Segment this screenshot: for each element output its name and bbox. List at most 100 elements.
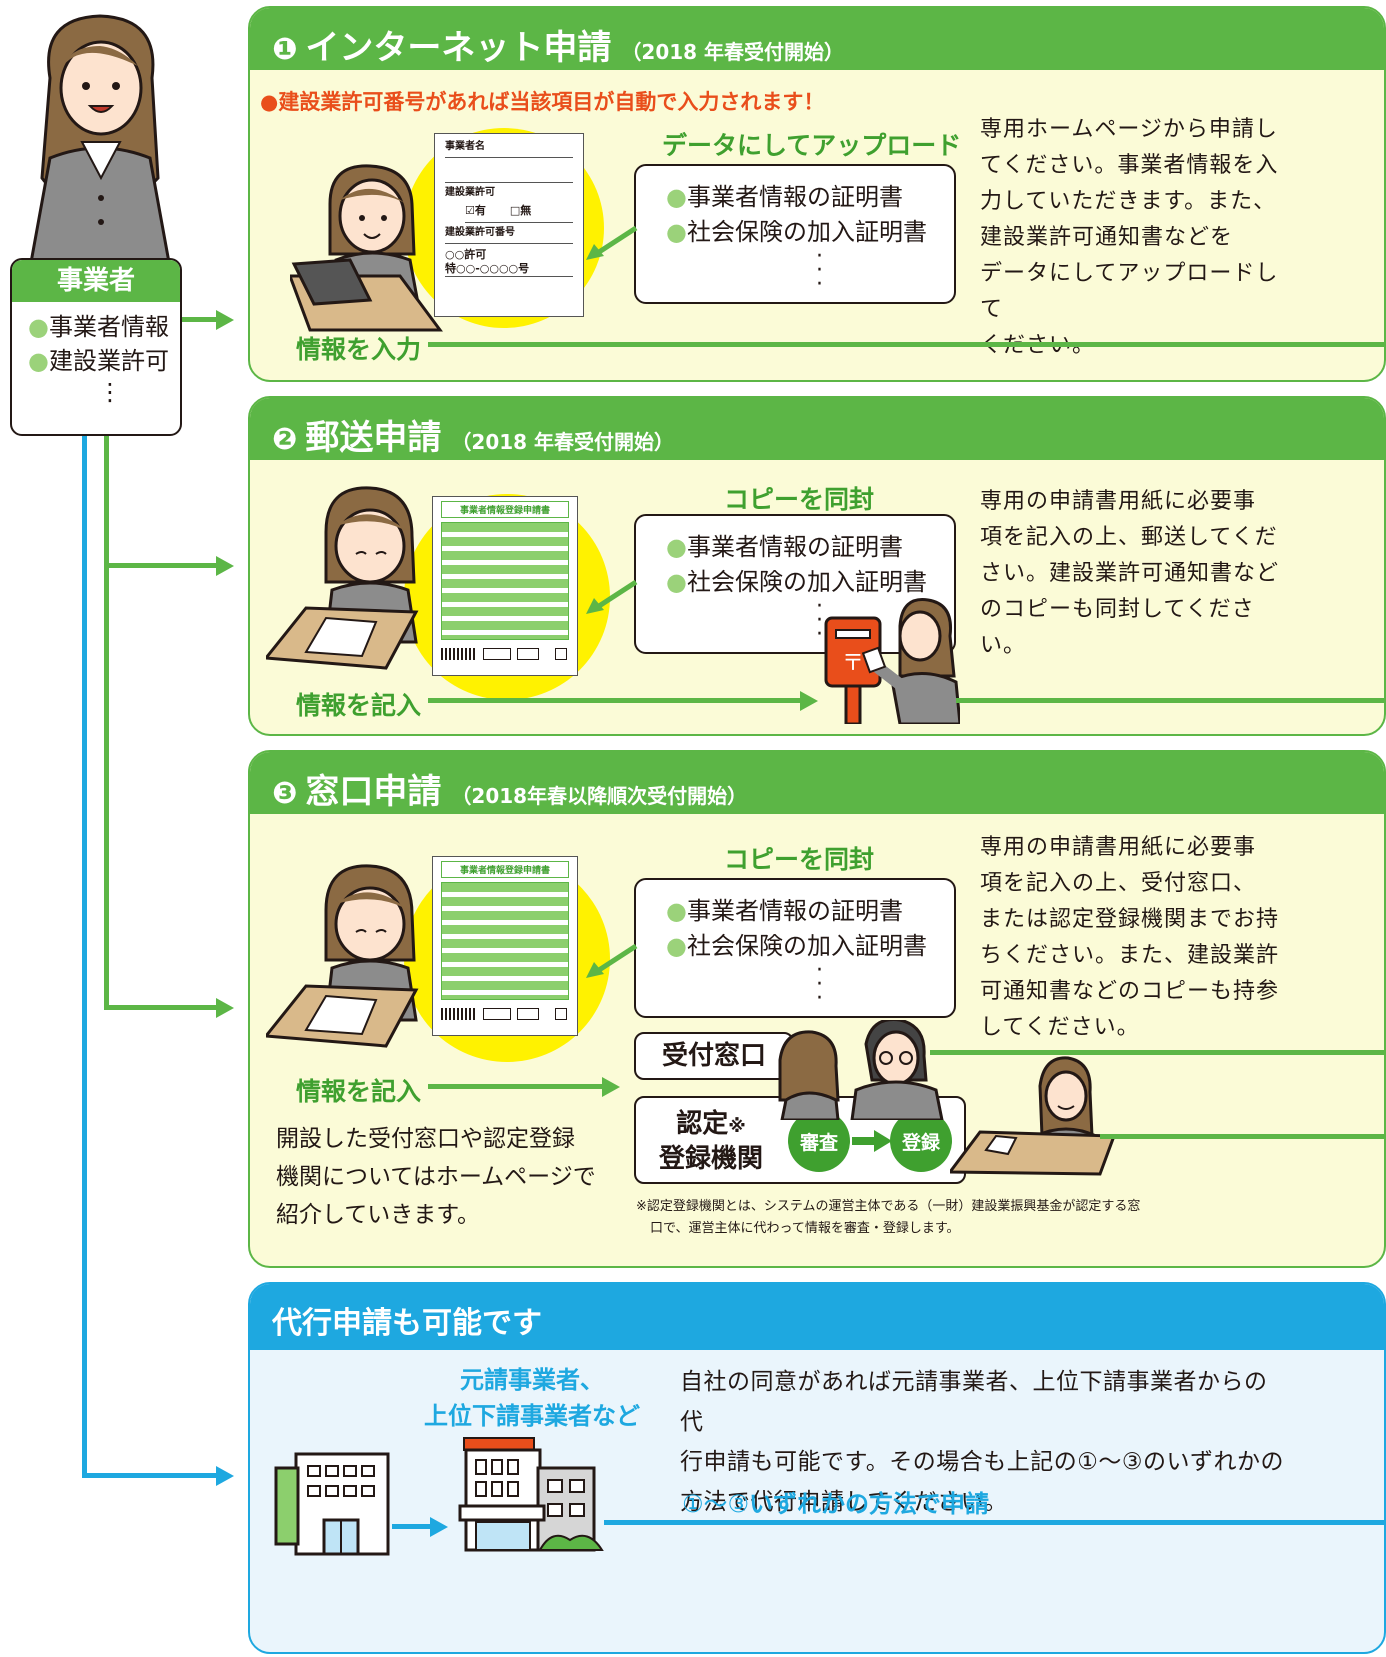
proxy-who: 元請事業者、上位下請事業者など bbox=[424, 1366, 640, 1430]
window-num: ❸ bbox=[272, 776, 298, 811]
mail-fill-label: 情報を記入 bbox=[296, 691, 422, 720]
proxy-title: 代行申請も可能です bbox=[272, 1306, 542, 1341]
connector-1 bbox=[182, 317, 218, 322]
doc-item: ●事業者情報の証明書 bbox=[666, 533, 903, 561]
internet-header: ❶ インターネット申請 （2018 年春受付開始） bbox=[250, 8, 1384, 70]
window-flow-arrow bbox=[602, 1077, 620, 1097]
review-circle: 審査 bbox=[788, 1110, 850, 1172]
internet-note: ●建設業許可番号があれば当該項目が自動で入力されます！ bbox=[260, 90, 825, 114]
form-permit-line1: ○○許可 bbox=[445, 248, 487, 261]
arrow-to-proxy bbox=[216, 1466, 234, 1486]
internet-input-label: 情報を入力 bbox=[296, 335, 422, 364]
mail-form-title: 事業者情報登録申請書 bbox=[441, 501, 569, 518]
window-sub: （2018年春以降順次受付開始） bbox=[451, 784, 748, 808]
window-header: ❸ 窓口申請 （2018年春以降順次受付開始） bbox=[250, 752, 1384, 814]
window-flow-line bbox=[428, 1084, 604, 1089]
proxy-flow-line-1 bbox=[392, 1524, 432, 1529]
proxy-method: ①〜③いずれかの方法で申請 bbox=[682, 1484, 989, 1519]
small-building-icon bbox=[274, 1452, 390, 1556]
proxy-method-suffix: いずれかの方法で申請 bbox=[749, 1490, 990, 1518]
doc-item: ●事業者情報の証明書 bbox=[666, 183, 903, 211]
form-check-no: □無 bbox=[509, 204, 532, 217]
operator-item: ●建設業許可 bbox=[28, 347, 169, 375]
mail-form-barcode bbox=[441, 648, 569, 660]
reception-label: 受付窓口 bbox=[661, 1041, 766, 1071]
connector-3 bbox=[104, 1005, 218, 1010]
form-permit-line2: 特○○-○○○○号 bbox=[445, 262, 573, 277]
cert-line2: 登録機関 bbox=[658, 1144, 763, 1174]
proxy-desc: 自社の同意があれば元請事業者、上位下請事業者からの代行申請も可能です。その場合も… bbox=[680, 1369, 1284, 1515]
form-permit-no-label: 建設業許可番号 bbox=[445, 223, 573, 244]
connector-2 bbox=[104, 563, 218, 568]
window-form-barcode bbox=[441, 1008, 569, 1020]
window-form: 事業者情報登録申請書 bbox=[432, 856, 578, 1036]
certified-flow-line bbox=[1100, 1134, 1384, 1139]
mailbox-woman-illustration: 〒 bbox=[824, 598, 960, 724]
woman-writing-illustration bbox=[266, 486, 419, 670]
certified-staff-illustration bbox=[950, 1056, 1117, 1176]
connector-4 bbox=[82, 1473, 218, 1478]
proxy-header: 代行申請も可能です bbox=[250, 1284, 1384, 1350]
window-doc-box: ●事業者情報の証明書 ●社会保険の加入証明書 ··· bbox=[634, 878, 956, 1018]
connector-green-vertical bbox=[104, 436, 109, 1008]
mail-desc: 専用の申請書用紙に必要事項を記入の上、郵送してください。建設業許可通知書などのコ… bbox=[980, 489, 1280, 658]
internet-desc: 専用ホームページから申請してください。事業者情報を入力していただきます。また、 … bbox=[980, 117, 1279, 358]
internet-upload-label: データにしてアップロード bbox=[662, 131, 962, 160]
copy-arrow-2 bbox=[586, 943, 638, 978]
reception-flow-line bbox=[930, 1050, 1384, 1055]
doc-more-dots: ··· bbox=[816, 244, 825, 297]
internet-title: インターネット申請 bbox=[305, 28, 612, 68]
cert-mark: ※ bbox=[728, 1116, 746, 1137]
form-name-label: 事業者名 bbox=[445, 140, 573, 158]
internet-num: ❶ bbox=[272, 32, 298, 67]
operator-box: 事業者 ●事業者情報 ●建設業許可 ⋮ bbox=[10, 258, 182, 436]
proxy-flow-arrow bbox=[430, 1517, 448, 1537]
connector-blue-vertical bbox=[82, 436, 87, 1478]
internet-sub: （2018 年春受付開始） bbox=[621, 40, 845, 64]
window-form-title: 事業者情報登録申請書 bbox=[441, 861, 569, 878]
register-circle: 登録 bbox=[890, 1110, 952, 1172]
form-check-yes: ☑有 bbox=[465, 204, 486, 217]
arrow-to-mail bbox=[216, 556, 234, 576]
upload-arrow bbox=[586, 225, 638, 260]
internet-form: 事業者名 建設業許可 ☑有 □無 建設業許可番号 ○○許可 特○○-○○○○号 bbox=[434, 133, 584, 317]
mail-flow-line-2 bbox=[956, 698, 1384, 703]
arrow-to-internet bbox=[216, 310, 234, 330]
window-footnote: ※認定登録機関とは、システムの運営主体である（一財）建設業振興基金が認定する窓口… bbox=[636, 1199, 1141, 1236]
operator-more: ⋮ bbox=[98, 378, 122, 406]
internet-flow-line bbox=[428, 342, 1384, 347]
mail-sub: （2018 年春受付開始） bbox=[451, 430, 675, 454]
operator-item: ●事業者情報 bbox=[28, 313, 169, 341]
window-desc: 専用の申請書用紙に必要事項を記入の上、受付窓口、または認定登録機関までお持 ちく… bbox=[980, 835, 1280, 1040]
woman-laptop-illustration bbox=[290, 164, 443, 332]
operator-title: 事業者 bbox=[12, 260, 180, 302]
review-to-register-arrow bbox=[852, 1130, 892, 1152]
mail-copy-label: コピーを同封 bbox=[724, 485, 875, 514]
proxy-method-prefix: ①〜③ bbox=[682, 1490, 750, 1518]
mail-num: ❷ bbox=[272, 422, 298, 457]
form-permit-label: 建設業許可 bbox=[445, 182, 573, 200]
arrow-to-window bbox=[216, 998, 234, 1018]
cert-line1: 認定 bbox=[676, 1109, 729, 1139]
window-title: 窓口申請 bbox=[305, 772, 442, 812]
svg-text:〒: 〒 bbox=[842, 651, 864, 676]
woman-writing-illustration-2 bbox=[266, 864, 419, 1048]
doc-item: ●社会保険の加入証明書 bbox=[666, 568, 927, 596]
window-fill-label: 情報を記入 bbox=[296, 1077, 422, 1106]
doc-item: ●事業者情報の証明書 bbox=[666, 897, 903, 925]
operator-woman-illustration bbox=[28, 14, 172, 270]
reception-staff-illustration bbox=[778, 1020, 944, 1120]
reception-window-box: 受付窓口 bbox=[634, 1032, 794, 1080]
internet-doc-box: ●事業者情報の証明書 ●社会保険の加入証明書 ··· bbox=[634, 164, 956, 304]
window-form-lines bbox=[441, 882, 569, 1000]
mail-header: ❷ 郵送申請 （2018 年春受付開始） bbox=[250, 398, 1384, 460]
mail-form-lines bbox=[441, 522, 569, 640]
mail-flow-arrow bbox=[800, 691, 818, 711]
mail-title: 郵送申請 bbox=[305, 418, 442, 458]
mail-form: 事業者情報登録申請書 bbox=[432, 496, 578, 676]
doc-item: ●社会保険の加入証明書 bbox=[666, 218, 927, 246]
window-copy-label: コピーを同封 bbox=[724, 845, 875, 874]
large-building-icon bbox=[458, 1437, 604, 1552]
copy-arrow bbox=[586, 579, 638, 614]
mail-flow-line-1 bbox=[428, 698, 802, 703]
